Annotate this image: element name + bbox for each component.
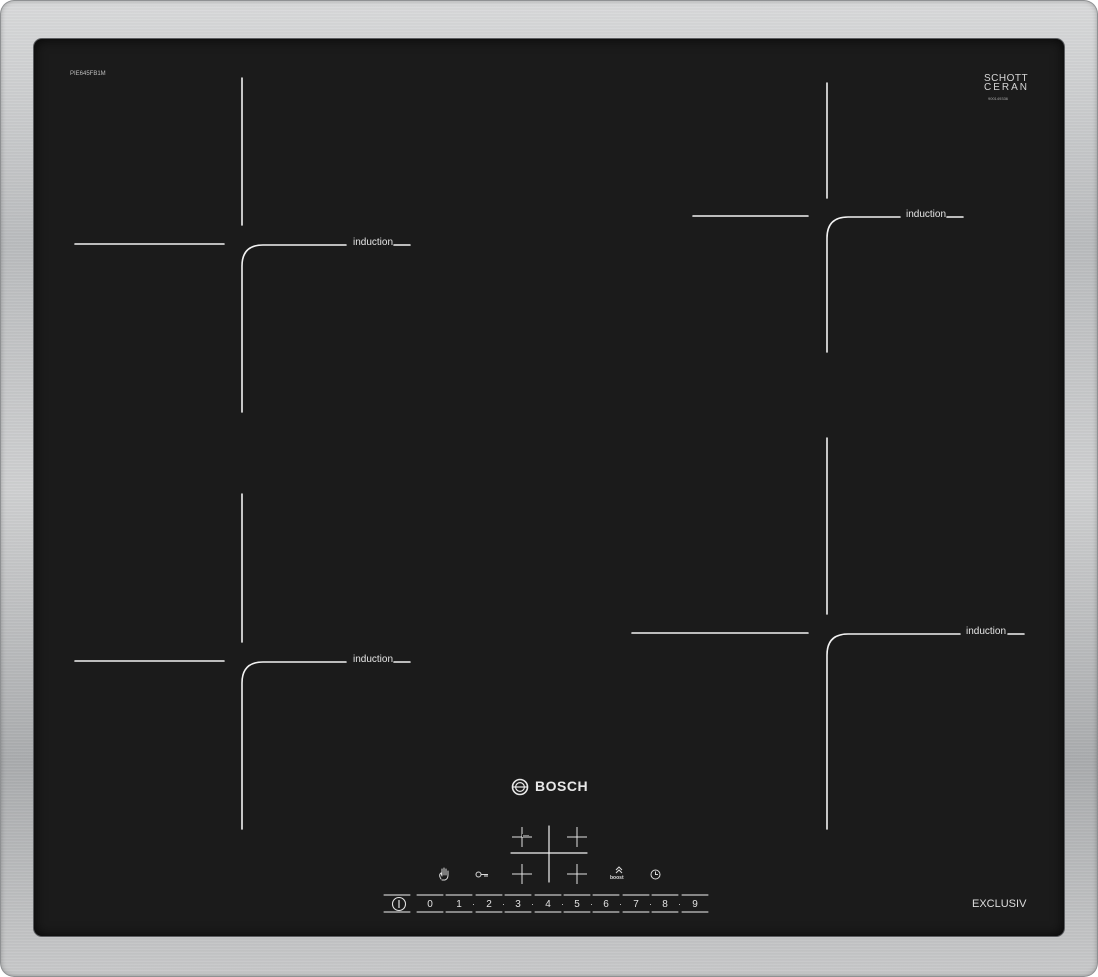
model-number: PIE645FB1M <box>70 71 106 77</box>
boost-label: boost <box>610 875 624 881</box>
zone-marking-top-right <box>692 82 964 353</box>
slider-digit-9[interactable]: 9 <box>692 899 698 910</box>
series-label: EXCLUSIV <box>972 898 1027 910</box>
ceramic-glass-surface <box>34 39 1064 936</box>
slider-track <box>383 894 709 913</box>
zone-select-top-left-icon[interactable] <box>511 826 533 848</box>
slider-dot: · <box>590 899 593 909</box>
slider-digit-7[interactable]: 7 <box>633 899 639 910</box>
zone-marking-bottom-right <box>631 437 1025 830</box>
slider-dot: · <box>678 899 681 909</box>
zone-select-bottom-right-icon[interactable] <box>566 863 588 885</box>
zone-label-bottom-right: induction <box>966 626 1007 637</box>
zone-label-top-right: induction <box>906 209 947 220</box>
zone-marking-bottom-left <box>74 493 411 830</box>
zone-label-top-left: induction <box>353 237 394 248</box>
power-icon[interactable] <box>391 896 407 912</box>
zone-label-bottom-left: induction <box>353 654 394 665</box>
brand-logo-text: BOSCH <box>535 778 589 794</box>
boost-icon[interactable] <box>613 866 625 875</box>
child-lock-key-icon[interactable] <box>475 870 489 879</box>
slider-dot: · <box>619 899 622 909</box>
glass-brand-line2: CERAN <box>984 82 1030 93</box>
slider-digit-0[interactable]: 0 <box>427 899 433 910</box>
wipe-protection-hand-icon[interactable] <box>438 867 450 881</box>
slider-dot: · <box>561 899 564 909</box>
zone-selector-cross <box>510 825 588 883</box>
slider-dot: · <box>472 899 475 909</box>
zone-marking-top-left <box>74 77 411 413</box>
glass-brand-line1: SCHOTT <box>984 73 1029 84</box>
slider-digit-4[interactable]: 4 <box>545 899 551 910</box>
slider-digit-6[interactable]: 6 <box>603 899 609 910</box>
bosch-armature-icon <box>511 778 529 796</box>
slider-dot: · <box>531 899 534 909</box>
slider-digit-1[interactable]: 1 <box>456 899 462 910</box>
slider-digit-2[interactable]: 2 <box>486 899 492 910</box>
glass-serial: 900149336 <box>988 96 1009 101</box>
slider-digit-3[interactable]: 3 <box>515 899 521 910</box>
slider-digit-8[interactable]: 8 <box>662 899 668 910</box>
zone-select-top-right-icon[interactable] <box>566 826 588 848</box>
timer-clock-icon[interactable] <box>650 869 661 880</box>
zone-select-bottom-left-icon[interactable] <box>511 863 533 885</box>
slider-dot: · <box>502 899 505 909</box>
slider-digit-5[interactable]: 5 <box>574 899 580 910</box>
slider-dot: · <box>649 899 652 909</box>
glass-brand-logo: SCHOTT CERAN <box>984 73 1030 93</box>
